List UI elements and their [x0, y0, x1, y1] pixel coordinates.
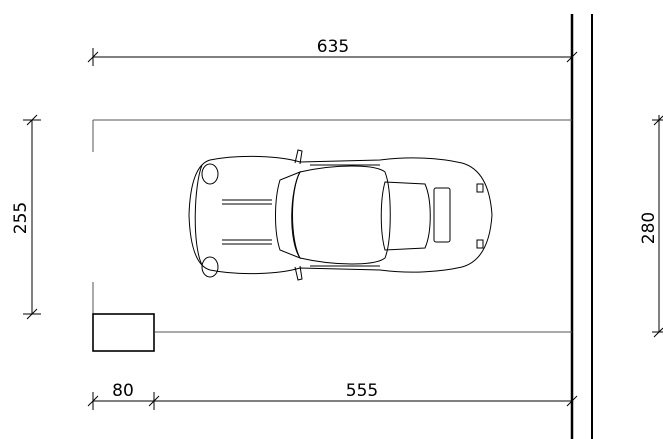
dim-right-height: 280: [639, 212, 659, 244]
dim-bottom-large: 555: [346, 381, 378, 401]
column: [92, 313, 155, 352]
dim-left-height: 255: [11, 202, 31, 234]
wall: [570, 14, 593, 439]
dimension-lines: [23, 48, 663, 410]
dim-top-total: 635: [317, 37, 349, 57]
dim-bottom-small: 80: [112, 381, 134, 401]
car-top-view: [188, 149, 493, 281]
parking-space-outline: [92, 119, 572, 333]
